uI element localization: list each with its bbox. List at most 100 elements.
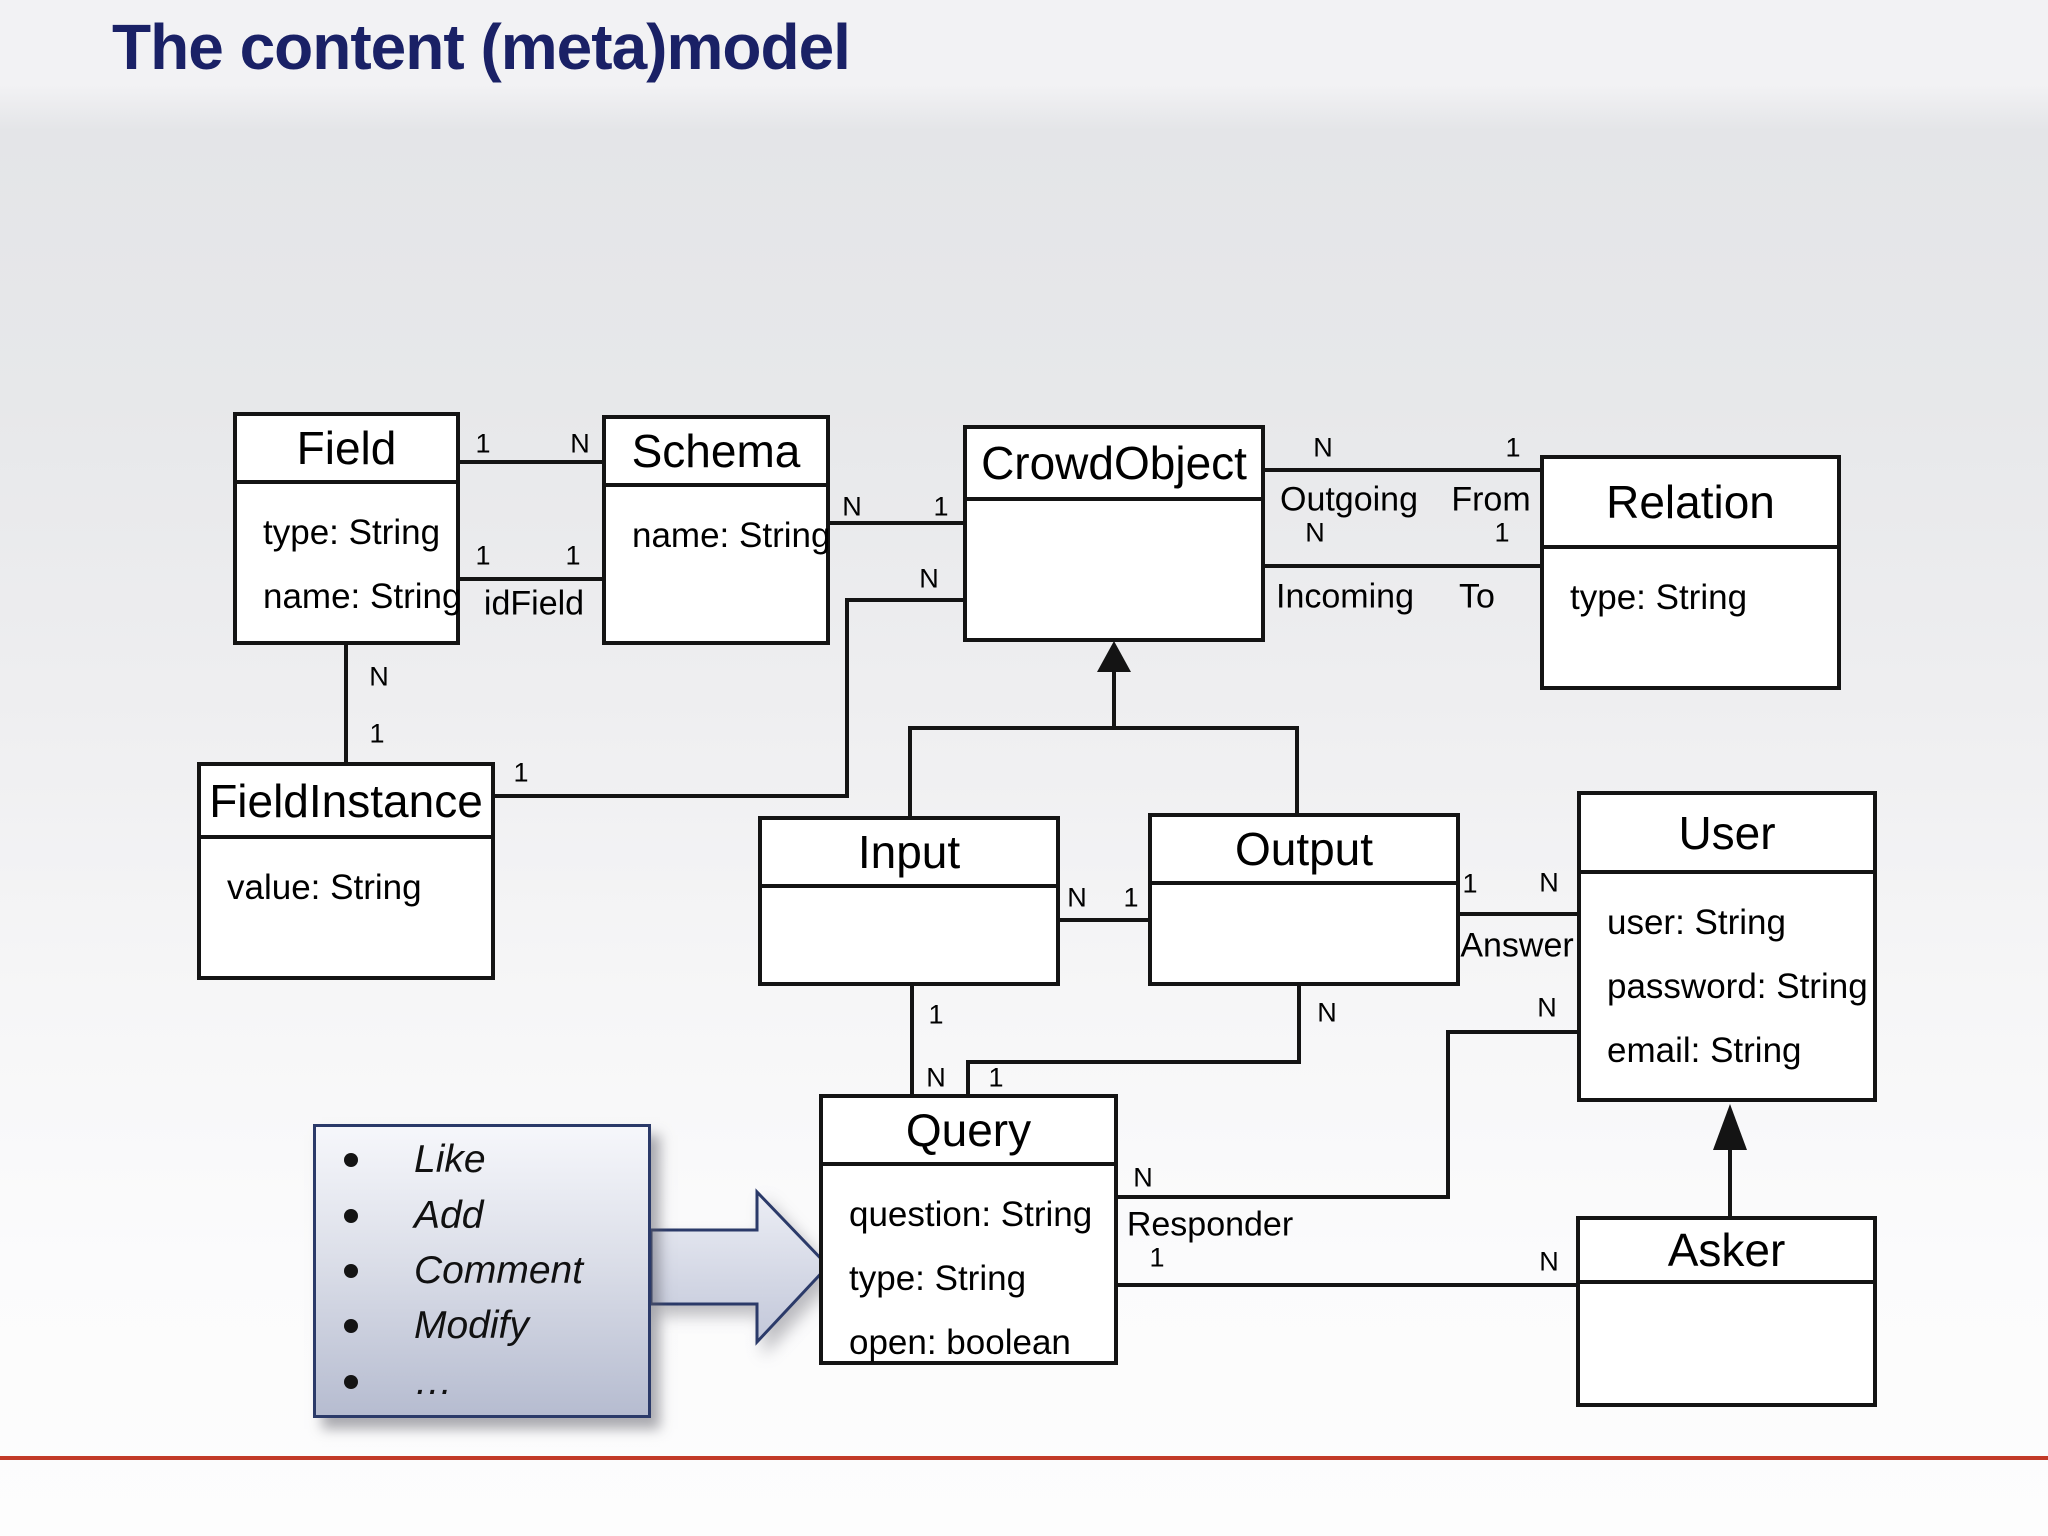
generalization-arrowhead-crowdobject (1097, 641, 1131, 672)
class-title: User (1581, 795, 1873, 874)
multiplicity-label: N (570, 428, 590, 459)
association-role-label: Outgoing (1280, 480, 1418, 519)
multiplicity-label: 1 (1149, 1242, 1165, 1273)
uml-class-crowdobject: CrowdObject (963, 425, 1265, 642)
multiplicity-label: 1 (1123, 882, 1139, 913)
association-label: idField (483, 584, 585, 623)
uml-class-input: Input (758, 816, 1060, 986)
callout-item: Modify (316, 1304, 648, 1348)
class-attribute: question: String (849, 1195, 1093, 1234)
association-output-query-line (966, 986, 1301, 1094)
callout-item-label: Like (414, 1138, 486, 1182)
uml-class-fieldinstance: FieldInstance value: String (197, 762, 495, 980)
class-attribute: password: String (1607, 967, 1868, 1006)
uml-class-schema: Schema name: String (602, 415, 830, 645)
multiplicity-label: N (1317, 997, 1337, 1028)
class-title: Relation (1544, 459, 1837, 549)
bullet-icon (344, 1153, 358, 1168)
multiplicity-label: N (1313, 432, 1333, 463)
generalization-arrowhead-user (1713, 1104, 1747, 1150)
class-attributes: value: String (201, 839, 491, 912)
class-attribute: email: String (1607, 1031, 1802, 1070)
class-title: Query (823, 1098, 1114, 1166)
class-attribute: type: String (263, 513, 441, 552)
multiplicity-label: 1 (1462, 868, 1478, 899)
class-attribute: value: String (227, 868, 422, 907)
multiplicity-label: N (1067, 882, 1087, 913)
multiplicity-label: 1 (933, 491, 949, 522)
multiplicity-label: 1 (475, 428, 491, 459)
callout-item-label: Modify (414, 1304, 529, 1348)
class-attributes (1152, 885, 1456, 910)
bullet-icon (344, 1319, 358, 1334)
class-title: Asker (1580, 1220, 1873, 1284)
class-attributes: type: String name: String (237, 484, 462, 621)
class-attribute: user: String (1607, 903, 1786, 942)
class-attributes (967, 501, 1261, 526)
multiplicity-label: 1 (513, 757, 529, 788)
page-title: The content (meta)model (112, 11, 851, 83)
class-title: Input (762, 820, 1056, 888)
association-role-label: From (1451, 480, 1531, 519)
multiplicity-label: N (919, 563, 939, 594)
uml-class-asker: Asker (1576, 1216, 1877, 1407)
class-attributes: name: String (606, 487, 831, 560)
multiplicity-label: 1 (928, 999, 944, 1030)
class-attribute: type: String (1570, 578, 1748, 617)
multiplicity-label: 1 (565, 540, 581, 571)
callout-item: Like (316, 1138, 648, 1182)
multiplicity-label: N (926, 1062, 946, 1093)
class-title: FieldInstance (201, 766, 491, 839)
association-fieldinstance-crowdobject-line (495, 598, 963, 798)
multiplicity-label: 1 (475, 540, 491, 571)
class-title: CrowdObject (967, 429, 1261, 501)
multiplicity-label: N (1133, 1162, 1153, 1193)
multiplicity-label: N (369, 661, 389, 692)
bullet-icon (344, 1374, 358, 1389)
class-attribute: name: String (263, 577, 462, 616)
uml-class-output: Output (1148, 813, 1460, 986)
multiplicity-label: 1 (988, 1062, 1004, 1093)
class-attributes (762, 888, 1056, 913)
class-attribute: name: String (632, 516, 831, 555)
class-title: Schema (606, 419, 826, 487)
callout-item: Comment (316, 1249, 648, 1293)
association-label: Answer (1460, 926, 1574, 965)
multiplicity-label: 1 (369, 718, 385, 749)
class-attribute: type: String (849, 1259, 1027, 1298)
footer-rule (0, 1456, 2048, 1460)
multiplicity-label: N (1305, 517, 1325, 548)
bullet-icon (344, 1263, 358, 1278)
callout-item-label: Comment (414, 1248, 584, 1292)
class-attributes: user: String password: String email: Str… (1581, 874, 1873, 1075)
callout-arrow (649, 1188, 831, 1346)
callout-box: Like Add Comment Modify … (313, 1124, 651, 1418)
class-attribute: open: boolean (849, 1323, 1071, 1362)
uml-class-query: Query question: String type: String open… (819, 1094, 1118, 1365)
multiplicity-label: N (1539, 867, 1559, 898)
class-title: Field (237, 416, 456, 484)
bullet-icon (344, 1208, 358, 1223)
callout-item: … (316, 1360, 648, 1404)
multiplicity-label: N (1539, 1246, 1559, 1277)
association-query-user-line (1118, 1030, 1577, 1199)
class-attributes: type: String (1544, 549, 1837, 622)
multiplicity-label: 1 (1505, 432, 1521, 463)
association-label: Responder (1126, 1205, 1294, 1244)
multiplicity-label: N (1537, 992, 1557, 1023)
association-role-label: Incoming (1276, 577, 1414, 616)
callout-item-label: … (414, 1359, 453, 1403)
uml-class-relation: Relation type: String (1540, 455, 1841, 690)
class-attributes (1580, 1284, 1873, 1309)
association-role-label: To (1459, 577, 1495, 616)
uml-class-field: Field type: String name: String (233, 412, 462, 645)
callout-item-label: Add (414, 1193, 484, 1237)
callout-item: Add (316, 1194, 648, 1238)
uml-class-user: User user: String password: String email… (1577, 791, 1877, 1102)
class-attributes: question: String type: String open: bool… (823, 1166, 1114, 1367)
generalization-inputoutput-crowdobject-line (908, 664, 1299, 816)
multiplicity-label: N (842, 491, 862, 522)
multiplicity-label: 1 (1494, 517, 1510, 548)
